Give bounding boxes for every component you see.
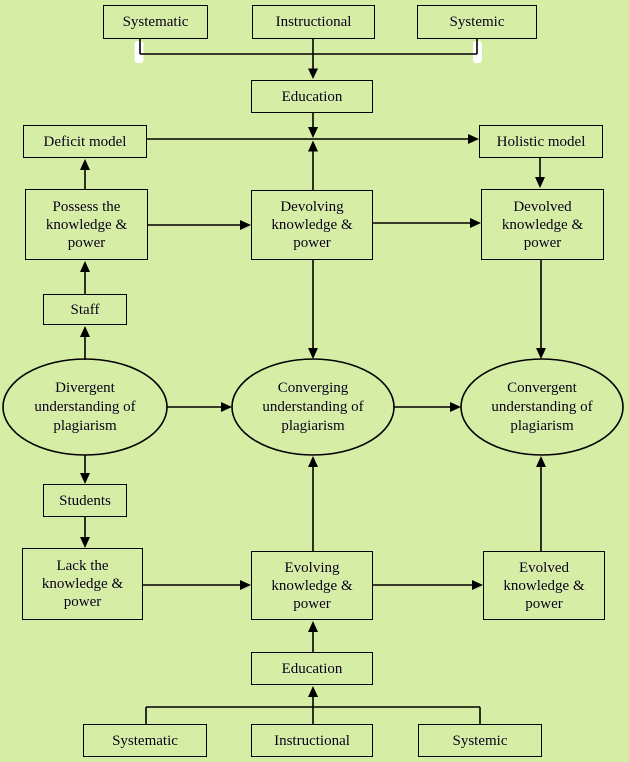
node-evolving-knowledge-power: Evolving knowledge & power	[251, 551, 373, 620]
connector-devolving-to-devolved	[373, 218, 481, 228]
connector-evolving-to-converging	[308, 456, 318, 551]
node-devolving-knowledge-power: Devolving knowledge & power	[251, 190, 373, 260]
connector-converging-to-convergent	[394, 402, 461, 412]
connector-divergent-to-converging	[167, 402, 232, 412]
connector-possess-to-devolving	[148, 220, 251, 230]
node-students: Students	[43, 484, 127, 517]
connector-devolved-to-convergent	[536, 260, 546, 359]
ellipse-label-convergent: Convergent understanding of plagiarism	[491, 379, 593, 434]
highlight-marks	[134, 41, 482, 63]
node-deficit-model: Deficit model	[23, 125, 147, 158]
connector-top-brace	[139, 39, 478, 79]
connector-education-to-evolving	[308, 621, 318, 652]
node-education-bottom: Education	[251, 652, 373, 685]
node-evolved-knowledge-power: Evolved knowledge & power	[483, 551, 605, 620]
connector-holistic-to-devolved	[535, 158, 545, 188]
connector-devolving-to-converging	[308, 260, 318, 359]
connector-bottom-brace	[145, 686, 481, 724]
node-possess-knowledge-power: Possess the knowledge & power	[25, 189, 148, 260]
node-devolved-knowledge-power: Devolved knowledge & power	[481, 189, 604, 260]
node-bottom-systemic: Systemic	[418, 724, 542, 757]
node-bottom-systematic: Systematic	[83, 724, 207, 757]
connector-deficit-to-holistic	[147, 134, 479, 144]
connector-evolving-to-evolved	[373, 580, 483, 590]
node-top-systemic: Systemic	[417, 5, 537, 39]
connector-education-junction	[308, 113, 318, 190]
node-education-top: Education	[251, 80, 373, 113]
node-lack-knowledge-power: Lack the knowledge & power	[22, 548, 143, 620]
node-top-systematic: Systematic	[103, 5, 208, 39]
connector-possess-to-deficit	[80, 159, 90, 189]
connector-students-to-lack	[80, 517, 90, 548]
connector-staff-to-possess	[80, 261, 90, 294]
ellipse-label-divergent: Divergent understanding of plagiarism	[34, 379, 136, 434]
connector-divergent-to-students	[80, 455, 90, 484]
connector-evolved-to-convergent	[536, 456, 546, 551]
ellipse-label-converging: Converging understanding of plagiarism	[262, 379, 364, 434]
node-holistic-model: Holistic model	[479, 125, 603, 158]
node-staff: Staff	[43, 294, 127, 325]
connector-divergent-to-staff	[80, 326, 90, 360]
connector-lack-to-evolving	[143, 580, 251, 590]
node-top-instructional: Instructional	[252, 5, 375, 39]
node-bottom-instructional: Instructional	[251, 724, 373, 757]
